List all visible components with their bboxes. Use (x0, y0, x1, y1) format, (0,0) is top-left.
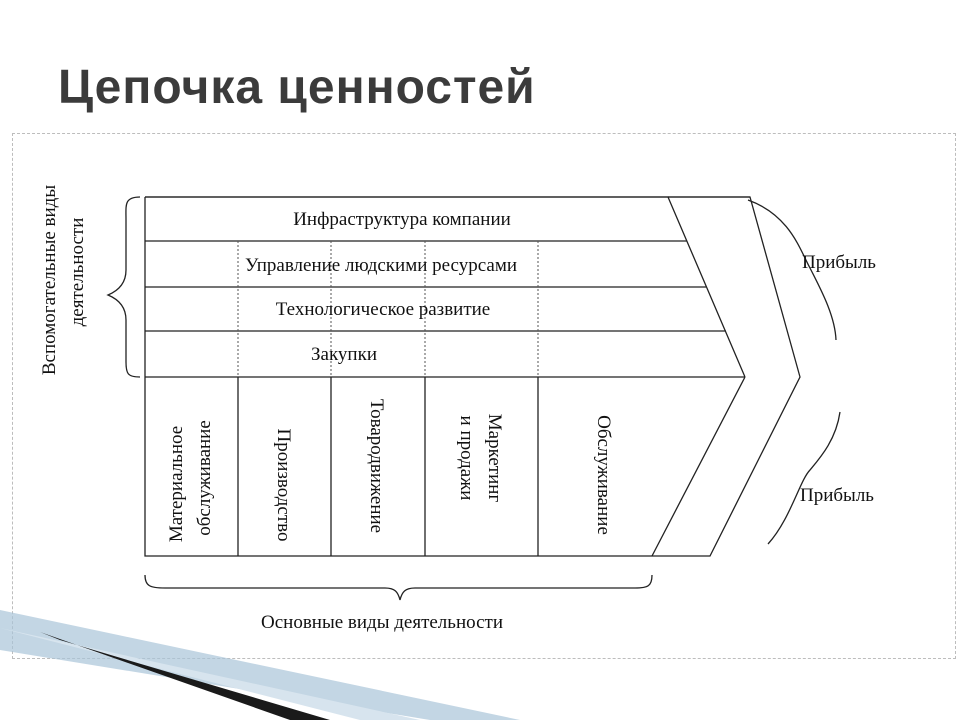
support-brace (106, 196, 141, 378)
primary-service: Обслуживание (593, 415, 614, 535)
decorative-ribbon (0, 610, 520, 720)
support-group-label-line2: деятельности (67, 218, 88, 327)
primary-operations: Производство (273, 429, 294, 542)
margin-label-bottom: Прибыль (800, 485, 874, 506)
primary-marketing-line2: и продажи (456, 416, 477, 501)
diagram-frame (12, 133, 956, 659)
value-chain-outline (144, 196, 801, 557)
primary-inbound-logistics-line1: Материальное (166, 426, 187, 542)
support-group-label-line1: Вспомогательные виды (39, 185, 60, 375)
slide-title: Цепочка ценностей (58, 61, 536, 114)
support-row-hr: Управление людскими ресурсами (245, 255, 517, 276)
support-row-technology: Технологическое развитие (276, 299, 490, 320)
primary-group-label: Основные виды деятельности (261, 612, 503, 633)
primary-outbound-logistics: Товародвижение (366, 399, 387, 533)
primary-inbound-logistics-line2: обслуживание (194, 420, 215, 536)
primary-marketing-line1: Маркетинг (484, 414, 505, 503)
primary-brace (144, 574, 653, 601)
margin-arc-bottom (767, 411, 841, 545)
margin-arc-top (747, 199, 837, 341)
support-row-procurement: Закупки (311, 344, 377, 365)
support-row-infrastructure: Инфраструктура компании (293, 209, 511, 230)
margin-label-top: Прибыль (802, 252, 876, 273)
support-grid-dotted (237, 241, 539, 377)
